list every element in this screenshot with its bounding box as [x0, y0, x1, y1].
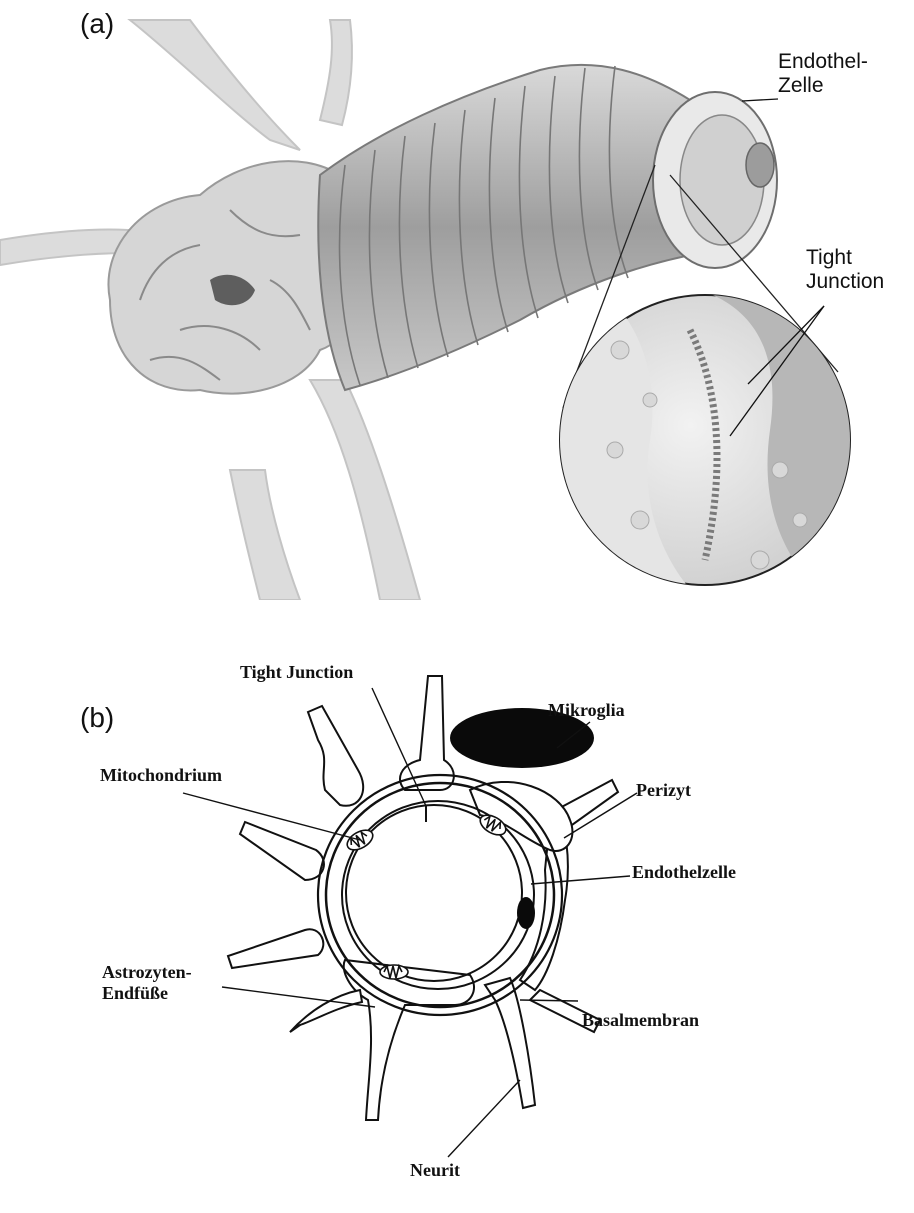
label-astrozyten-line2: Endfüße: [102, 983, 192, 1004]
mitochondria: [344, 811, 509, 979]
astrocyte-process-top-left: [308, 706, 363, 806]
label-tight-junction-b: Tight Junction: [240, 662, 353, 683]
label-perizyt: Perizyt: [636, 780, 691, 801]
label-astrozyten-line1: Astrozyten-: [102, 962, 192, 983]
astrocyte-process-bottom-left-2: [290, 990, 362, 1032]
label-mikroglia: Mikroglia: [548, 700, 625, 721]
astrocyte-process-bottom-right: [485, 978, 535, 1108]
astrocyte-process-lower-left: [228, 929, 323, 968]
astrocyte-process-left: [240, 822, 324, 880]
label-astrozyten-endfuesse: Astrozyten- Endfüße: [102, 962, 192, 1003]
label-neurit: Neurit: [410, 1160, 460, 1181]
astrocyte-process-top: [400, 676, 454, 790]
label-basalmembran: Basalmembran: [582, 1010, 699, 1031]
endothelial-nucleus: [517, 897, 535, 929]
label-mitochondrium: Mitochondrium: [100, 765, 222, 786]
label-endothelzelle: Endothelzelle: [632, 862, 736, 883]
panel-b-tag: (b): [80, 702, 114, 734]
